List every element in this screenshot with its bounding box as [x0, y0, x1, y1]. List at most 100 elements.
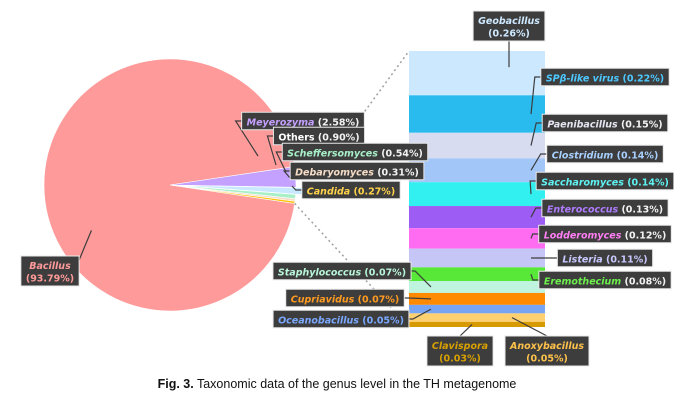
- label-name: Enterococcus: [547, 204, 619, 215]
- leader-line: [530, 274, 539, 281]
- leader-line: [234, 120, 259, 157]
- data-label-bar-geobacillus: Geobacillus (0.26%): [472, 10, 546, 42]
- label-name: Scheffersomyces: [287, 148, 378, 159]
- label-line: Debaryomyces (0.31%): [295, 167, 419, 178]
- data-label-pie-bacillus: Bacillus (93.79%): [20, 255, 80, 287]
- leader-line: [530, 76, 541, 115]
- label-box: [540, 67, 670, 87]
- label-line: Meyerozyma (2.58%): [247, 117, 360, 128]
- data-label-bar-cupriavidus: Cupriavidus (0.07%): [285, 288, 405, 308]
- label-box: [20, 255, 80, 287]
- label-line: Eremothecium (0.08%): [544, 276, 666, 287]
- label-line: Clavispora: [432, 341, 488, 352]
- leader-line: [530, 153, 547, 171]
- leader-line: [266, 135, 277, 166]
- bar-segment-clostridium: [409, 158, 545, 183]
- bar-segment-lodderomyces: [409, 228, 545, 249]
- pie-slice-candida: [169, 184, 296, 204]
- label-line: Enterococcus (0.13%): [547, 204, 663, 215]
- leader-line: [404, 297, 432, 300]
- leader-line: [530, 122, 543, 146]
- leader-line: [530, 233, 539, 239]
- label-value: (0.05%): [362, 315, 404, 326]
- figure-caption: Fig. 3. Taxonomic data of the genus leve…: [0, 377, 674, 391]
- bar-segment-clavispora: [409, 321, 545, 327]
- data-label-bar-clostridium: Clostridium (0.14%): [546, 144, 664, 164]
- label-box: [301, 180, 401, 200]
- label-value: (0.05%): [526, 354, 568, 365]
- data-label-pie-scheffersomyces: Scheffersomyces (0.54%): [281, 142, 429, 162]
- bar-segment-cupriavidus: [409, 292, 545, 305]
- label-box: [541, 113, 669, 133]
- label-leaders: [78, 41, 558, 337]
- label-box: [546, 144, 664, 164]
- bar-segment-staphylococcus: [409, 281, 545, 293]
- label-box: [541, 198, 669, 218]
- bar-segment-geobacillus: [409, 51, 545, 96]
- label-name: Clavispora: [432, 341, 488, 352]
- leader-line: [530, 207, 542, 218]
- data-label-bar-clavispora: Clavispora (0.03%): [426, 335, 494, 367]
- label-line: (0.26%): [488, 29, 530, 40]
- data-label-bar-staphylococcus: Staphylococcus (0.07%): [272, 261, 412, 281]
- bar-segment-enterococcus: [409, 206, 545, 229]
- pie-slice-bacillus: [43, 58, 295, 312]
- label-box: [472, 10, 546, 42]
- label-value: (0.03%): [439, 354, 481, 365]
- label-name: Paenibacillus: [547, 119, 618, 130]
- label-value: (0.22%): [623, 73, 665, 84]
- label-value: (0.14%): [617, 150, 659, 161]
- label-line: Oceanobacillus (0.05%): [278, 315, 404, 326]
- caption-text: Taxonomic data of the genus level in the…: [193, 377, 517, 391]
- label-name: SPβ-like virus: [546, 73, 620, 84]
- pie: [43, 58, 307, 312]
- label-value: (93.79%): [26, 274, 74, 285]
- leader-line: [408, 308, 432, 320]
- label-box: [285, 288, 405, 308]
- label-value: (0.90%): [318, 132, 360, 143]
- label-name: Lodderomyces: [544, 230, 622, 241]
- label-box: [538, 224, 672, 244]
- leader-line: [78, 230, 92, 261]
- data-label-bar-listeria: Listeria (0.11%): [556, 248, 654, 268]
- connector-top: [305, 50, 410, 193]
- label-name: Candida: [307, 186, 350, 197]
- label-line: Staphylococcus (0.07%): [278, 267, 406, 278]
- label-value: (0.12%): [625, 230, 667, 241]
- label-name: Oceanobacillus: [278, 315, 359, 326]
- leader-line: [411, 270, 432, 288]
- label-line: Geobacillus: [478, 16, 540, 27]
- data-labels: Bacillus (93.79%) Meyerozyma (2.58%)Others…: [20, 10, 674, 367]
- data-label-bar-paenibacillus: Paenibacillus (0.15%): [541, 113, 669, 133]
- label-box: [538, 270, 672, 290]
- leader-line: [529, 180, 537, 195]
- data-label-pie-meyerozyma: Meyerozyma (2.58%): [241, 111, 365, 131]
- bar-segment-listeria: [409, 248, 545, 268]
- label-box: [289, 161, 425, 181]
- label-name: Listeria: [562, 254, 602, 265]
- label-value: (0.07%): [364, 267, 406, 278]
- label-line: Saccharomyces (0.14%): [541, 177, 669, 188]
- data-label-bar-oceanobacillus: Oceanobacillus (0.05%): [272, 309, 410, 329]
- data-label-bar-saccharomyces: Saccharomyces (0.14%): [535, 171, 674, 191]
- label-box: [426, 335, 494, 367]
- label-name: Saccharomyces: [541, 177, 624, 188]
- label-value: (0.15%): [621, 119, 663, 130]
- leader-line: [511, 317, 548, 337]
- leader-line: [291, 185, 302, 191]
- bar-segment-paenibacillus: [409, 132, 545, 159]
- caption-prefix: Fig. 3.: [157, 377, 194, 391]
- label-name: Geobacillus: [478, 16, 540, 27]
- label-name: Staphylococcus: [278, 267, 362, 278]
- bar-segment-anoxybacillus: [409, 313, 545, 322]
- data-label-pie-others: Others (0.90%): [272, 126, 366, 146]
- label-line: Anoxybacillus: [509, 341, 584, 352]
- leader-line: [282, 170, 291, 179]
- label-name: Cupriavidus: [291, 294, 355, 305]
- label-line: Bacillus: [29, 261, 71, 272]
- label-box: [272, 309, 410, 329]
- data-label-pie-debaryomyces: Debaryomyces (0.31%): [289, 161, 425, 181]
- label-value: (0.31%): [377, 167, 419, 178]
- label-box: [556, 248, 654, 268]
- label-name: Anoxybacillus: [509, 341, 584, 352]
